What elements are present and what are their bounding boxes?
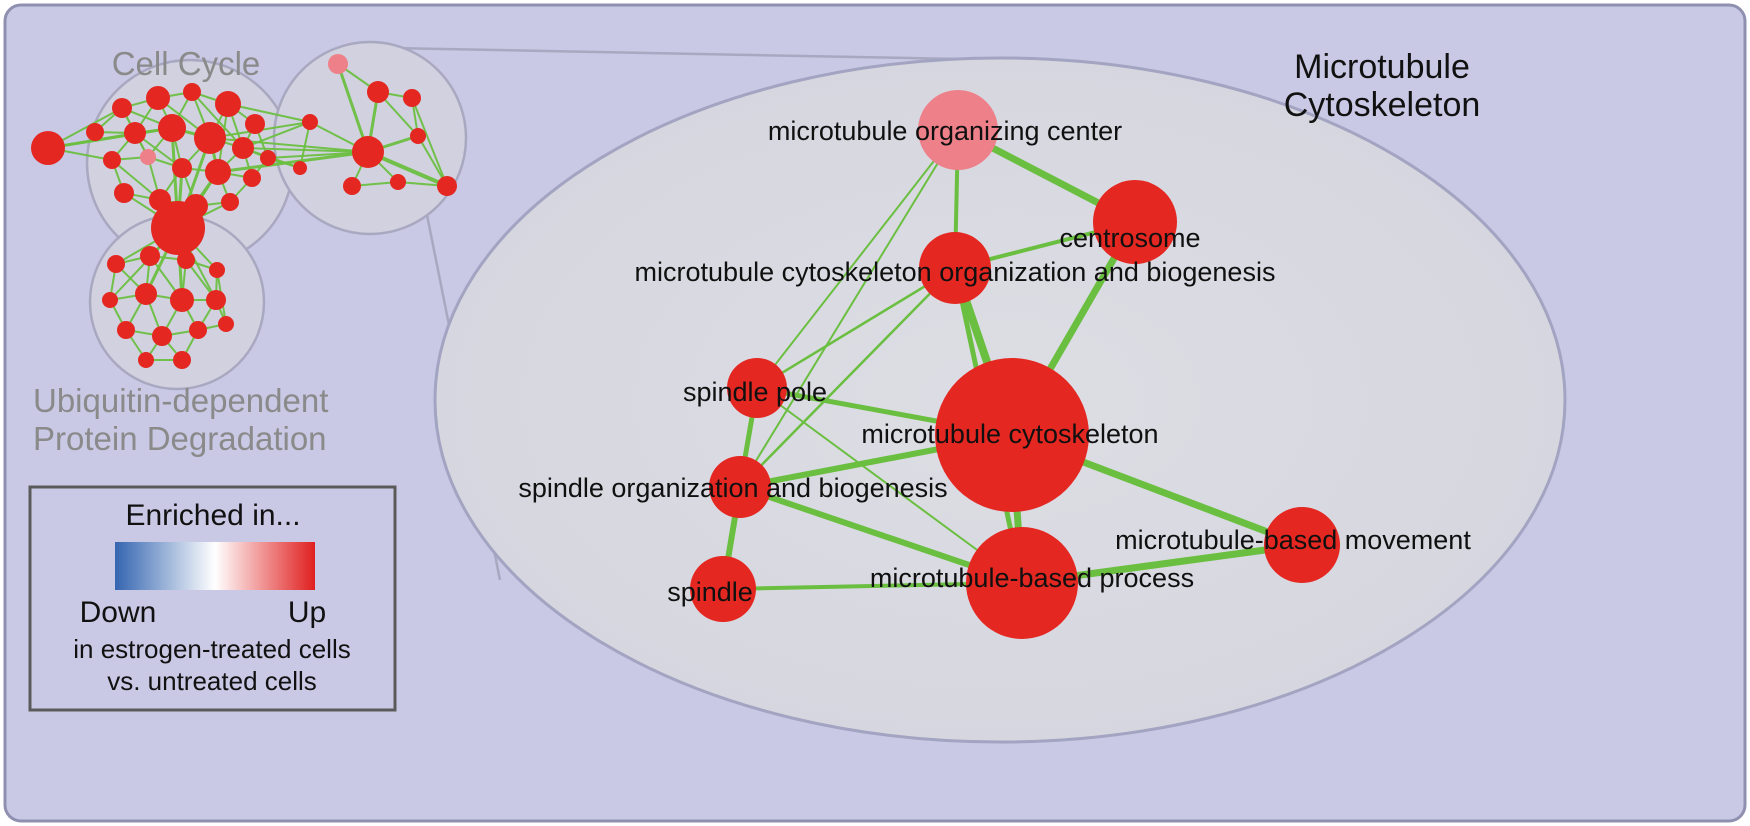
overview-network-node: [124, 122, 146, 144]
overview-network-node: [146, 86, 170, 110]
overview-edge: [216, 150, 370, 174]
detail-edge-moc-sp: [756, 129, 959, 389]
overview-network-node: [138, 352, 154, 368]
zoom-connector-line: [389, 46, 1011, 62]
ubiquitin-label-line2: Protein Degradation: [33, 420, 327, 457]
overview-network-node: [437, 176, 457, 196]
overview-network-node: [112, 98, 132, 118]
overview-network-node: [31, 131, 65, 165]
overview-edge: [191, 91, 244, 149]
legend-title: Enriched in...: [125, 499, 300, 532]
detail-edge-mtco-sob: [738, 266, 957, 489]
detail-node-mbm: [1264, 507, 1340, 583]
detail-node-label-mbp: microtubule-based process: [870, 563, 1194, 593]
detail-node-mbp: [966, 527, 1078, 639]
legend-box: [28, 485, 397, 712]
detail-node-label-mbm: microtubule-based movement: [1115, 525, 1471, 555]
detail-node-label-spn: spindle: [667, 577, 753, 607]
legend-down-label: Down: [80, 596, 157, 629]
overview-network-node: [151, 201, 205, 255]
overview-network-node: [172, 158, 192, 178]
detail-node-sob: [709, 456, 771, 518]
overview-network-node: [293, 161, 307, 175]
detail-node-label-sob: spindle organization and biogenesis: [518, 473, 947, 503]
overview-network-node: [215, 91, 241, 117]
legend-up-label: Up: [288, 596, 326, 629]
detail-node-moc: [918, 90, 998, 170]
detail-node-mtco: [919, 232, 991, 304]
overview-network-node: [243, 169, 261, 187]
overview-network-node: [343, 177, 361, 195]
overview-network-node: [170, 288, 194, 312]
overview-network-node: [158, 114, 186, 142]
detail-node-spn: [690, 556, 756, 622]
overview-network-node: [245, 114, 265, 134]
overview-network-node: [194, 122, 226, 154]
detail-network: microtubule organizing center centrosome m…: [518, 90, 1471, 639]
detail-title-line2: Cytoskeleton: [1284, 86, 1481, 124]
detail-node-sp: [727, 358, 787, 418]
overview-network-node: [189, 321, 207, 339]
detail-node-label-mtco: microtubule cytoskeleton organization an…: [635, 257, 1276, 287]
overview-network-node: [302, 114, 318, 130]
overview-network-node: [107, 255, 125, 273]
overview-network-node: [117, 321, 135, 339]
overview-network: [31, 40, 468, 391]
overview-network-node: [209, 262, 225, 278]
overview-network-node: [183, 83, 201, 101]
overview-network-node: [173, 351, 191, 369]
overview-network-node: [221, 193, 239, 211]
detail-node-label-sp: spindle pole: [683, 377, 827, 407]
detail-nodes: [690, 90, 1340, 639]
detail-node-label-moc: microtubule organizing center: [768, 116, 1122, 146]
overview-network-node: [260, 150, 276, 166]
detail-edge-moc-sob: [739, 129, 959, 488]
overview-network-node: [103, 151, 121, 169]
overview-network-node: [177, 251, 195, 269]
overview-network-node: [218, 316, 234, 332]
overview-network-node: [352, 136, 384, 168]
overview-network-node: [205, 159, 231, 185]
overview-network-node: [114, 183, 134, 203]
overview-network-node: [328, 54, 348, 74]
detail-node-cen: [1093, 180, 1177, 264]
overview-network-node: [367, 81, 389, 103]
ubiquitin-label-line1: Ubiquitin-dependent: [33, 382, 328, 419]
overview-nodes: [31, 54, 457, 369]
overview-network-node: [140, 246, 160, 266]
overview-network-node: [86, 123, 104, 141]
detail-node-label-mtc: microtubule cytoskeleton: [861, 419, 1158, 449]
overview-network-node: [206, 290, 226, 310]
overview-network-node: [390, 174, 406, 190]
legend-gradient-bar: [115, 542, 315, 590]
overview-edge: [242, 121, 311, 149]
cell-cycle-label: Cell Cycle: [112, 45, 261, 82]
legend: Enriched in... Down Up in estrogen-treat…: [28, 485, 397, 712]
overview-edge: [242, 147, 369, 153]
detail-edge-mtco-sp: [755, 266, 957, 390]
overview-network-node: [135, 283, 157, 305]
detail-node-labels: microtubule organizing center centrosome m…: [518, 116, 1471, 607]
detail-node-label-cen: centrosome: [1059, 223, 1200, 253]
detail-title-line1: Microtubule: [1294, 48, 1470, 86]
overview-edge: [267, 151, 369, 159]
figure-titles: Cell Cycle Ubiquitin-dependent Protein D…: [33, 45, 1480, 457]
overview-network-node: [152, 326, 172, 346]
overview-network-node: [140, 149, 156, 165]
legend-subtitle-line1: in estrogen-treated cells: [73, 634, 350, 664]
detail-node-mtc: [935, 358, 1089, 512]
legend-subtitle-line2: vs. untreated cells: [107, 666, 317, 696]
overview-network-node: [410, 128, 426, 144]
overview-edge: [227, 103, 311, 123]
overview-edge: [411, 97, 448, 187]
overview-network-node: [102, 292, 118, 308]
overview-network-node: [232, 137, 254, 159]
overview-network-node: [403, 89, 421, 107]
